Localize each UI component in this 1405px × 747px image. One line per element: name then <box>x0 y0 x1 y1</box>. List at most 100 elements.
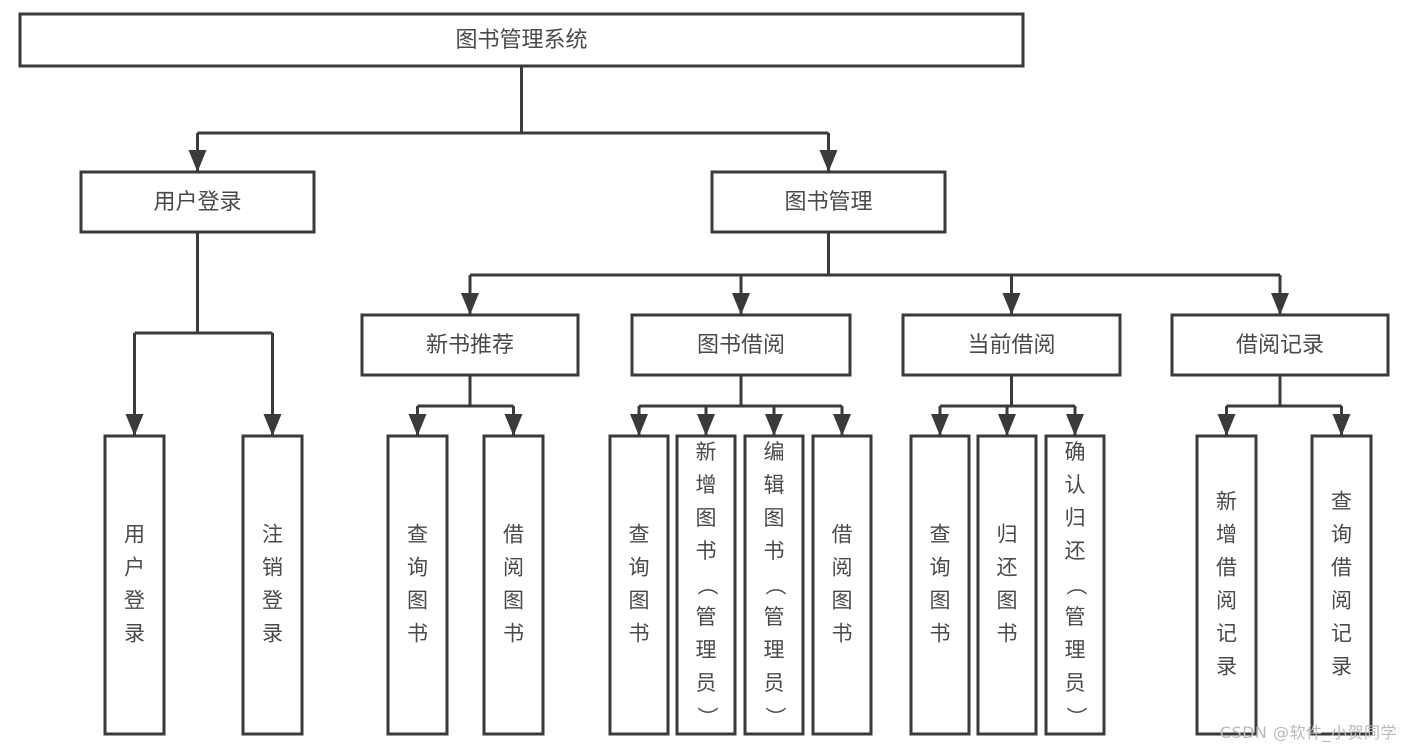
svg-text:录: 录 <box>1216 655 1237 679</box>
arrow-head-icon <box>504 414 523 436</box>
node-label: 借阅记录 <box>1236 333 1324 358</box>
svg-text:管: 管 <box>696 605 717 629</box>
node-label: 图书借阅 <box>697 333 785 358</box>
svg-text:书: 书 <box>764 539 785 563</box>
node-box <box>976 434 1038 736</box>
svg-text:图: 图 <box>764 506 785 530</box>
svg-text:增: 增 <box>1216 523 1237 547</box>
arrow-head-icon <box>998 414 1016 436</box>
svg-text:销: 销 <box>262 556 283 580</box>
svg-text:理: 理 <box>696 638 717 662</box>
svg-text:图: 图 <box>930 589 951 613</box>
node-box <box>909 434 971 736</box>
svg-text:归: 归 <box>1065 506 1086 530</box>
arrow-head-icon <box>263 414 282 436</box>
node-label: 新书推荐 <box>426 333 514 358</box>
svg-text:户: 户 <box>124 556 145 580</box>
svg-text:增: 增 <box>696 473 717 497</box>
svg-text:阅: 阅 <box>503 556 524 580</box>
node-box <box>482 434 545 736</box>
svg-text:（: （ <box>695 575 719 596</box>
svg-text:查: 查 <box>407 523 428 547</box>
node-图书借阅[interactable]: 图书借阅 <box>630 313 852 377</box>
svg-text:阅: 阅 <box>1331 589 1352 613</box>
node-新书推荐[interactable]: 新书推荐 <box>360 313 580 377</box>
svg-text:员: 员 <box>696 671 717 695</box>
svg-text:录: 录 <box>1331 655 1352 679</box>
svg-text:新: 新 <box>696 440 717 464</box>
svg-text:用: 用 <box>124 523 145 547</box>
svg-text:员: 员 <box>1065 671 1086 695</box>
arrow-head-icon <box>461 293 479 315</box>
node-用户登录[interactable]: 用户登录 <box>103 434 166 736</box>
node-box <box>79 170 316 234</box>
svg-text:书: 书 <box>407 622 428 646</box>
svg-text:查: 查 <box>1331 490 1352 514</box>
node-当前借阅[interactable]: 当前借阅 <box>901 313 1122 377</box>
connector-layer <box>125 66 1351 436</box>
node-借阅记录[interactable]: 借阅记录 <box>1170 313 1390 377</box>
node-box <box>360 313 580 377</box>
svg-text:）: ） <box>695 707 719 728</box>
node-box <box>1310 434 1373 736</box>
node-用户登录[interactable]: 用户登录 <box>79 170 316 234</box>
arrow-head-icon <box>697 414 715 436</box>
node-box <box>710 170 947 234</box>
node-图书管理系统[interactable]: 图书管理系统 <box>18 12 1025 68</box>
arrow-head-icon <box>1066 414 1084 436</box>
node-图书管理[interactable]: 图书管理 <box>710 170 947 234</box>
svg-text:记: 记 <box>1216 622 1237 646</box>
arrow-head-icon <box>408 414 427 436</box>
node-box <box>1044 434 1106 736</box>
node-box <box>630 313 852 377</box>
svg-text:确: 确 <box>1065 440 1086 464</box>
svg-text:书: 书 <box>997 622 1018 646</box>
svg-text:管: 管 <box>764 605 785 629</box>
svg-text:书: 书 <box>503 622 524 646</box>
svg-text:新: 新 <box>1216 490 1237 514</box>
arrow-head-icon <box>125 414 144 436</box>
svg-text:询: 询 <box>629 556 650 580</box>
arrow-head-icon <box>188 150 207 172</box>
svg-text:借: 借 <box>832 523 853 547</box>
svg-text:（: （ <box>1064 575 1088 596</box>
node-box <box>811 434 873 736</box>
node-box <box>901 313 1122 377</box>
svg-text:登: 登 <box>124 589 145 613</box>
svg-text:）: ） <box>1064 707 1088 728</box>
svg-text:图: 图 <box>407 589 428 613</box>
svg-text:认: 认 <box>1065 473 1086 497</box>
svg-text:员: 员 <box>764 671 785 695</box>
svg-text:录: 录 <box>124 622 145 646</box>
svg-text:图: 图 <box>696 506 717 530</box>
svg-text:查: 查 <box>930 523 951 547</box>
svg-text:借: 借 <box>503 523 524 547</box>
svg-text:记: 记 <box>1331 622 1352 646</box>
arrow-head-icon <box>1271 293 1289 315</box>
svg-text:注: 注 <box>262 523 283 547</box>
arrow-head-icon <box>732 293 750 315</box>
svg-text:图: 图 <box>997 589 1018 613</box>
svg-text:理: 理 <box>764 638 785 662</box>
